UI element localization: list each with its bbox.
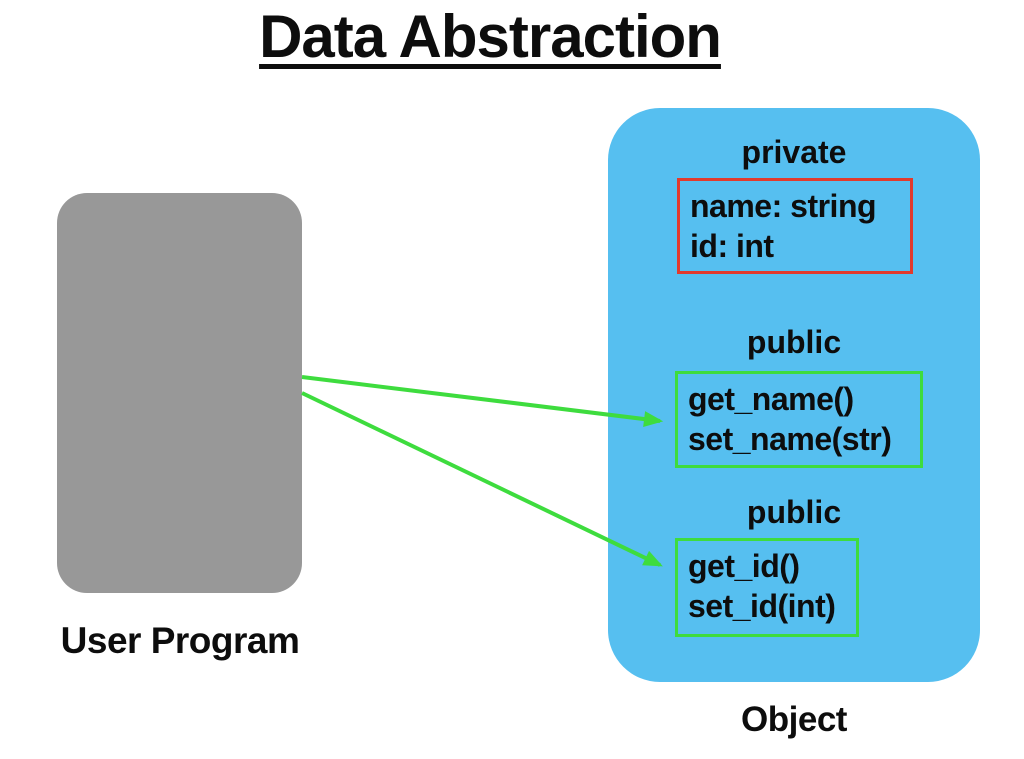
member-line: name: string [690, 188, 877, 224]
user-program-box [57, 193, 302, 593]
access-label-public-name: public [746, 324, 842, 360]
object-box: private name: string id: int public get_… [608, 108, 980, 682]
member-line: id: int [690, 228, 774, 264]
user-program-label: User Program [60, 620, 300, 661]
member-line: set_name(str) [688, 421, 892, 457]
slide-title: Data Abstraction [259, 3, 722, 70]
arrow-to-id-methods [301, 391, 663, 567]
member-line: set_id(int) [688, 588, 836, 624]
arrow-to-name-methods [301, 375, 664, 427]
member-line: get_name() [688, 381, 854, 417]
access-label-private: private [741, 134, 847, 170]
member-line: get_id() [688, 548, 800, 584]
object-label: Object [741, 700, 847, 739]
access-label-public-id: public [746, 494, 842, 530]
private-members-box: name: string id: int [677, 178, 913, 274]
public-name-methods-box: get_name() set_name(str) [675, 371, 923, 468]
public-id-methods-box: get_id() set_id(int) [675, 538, 859, 637]
